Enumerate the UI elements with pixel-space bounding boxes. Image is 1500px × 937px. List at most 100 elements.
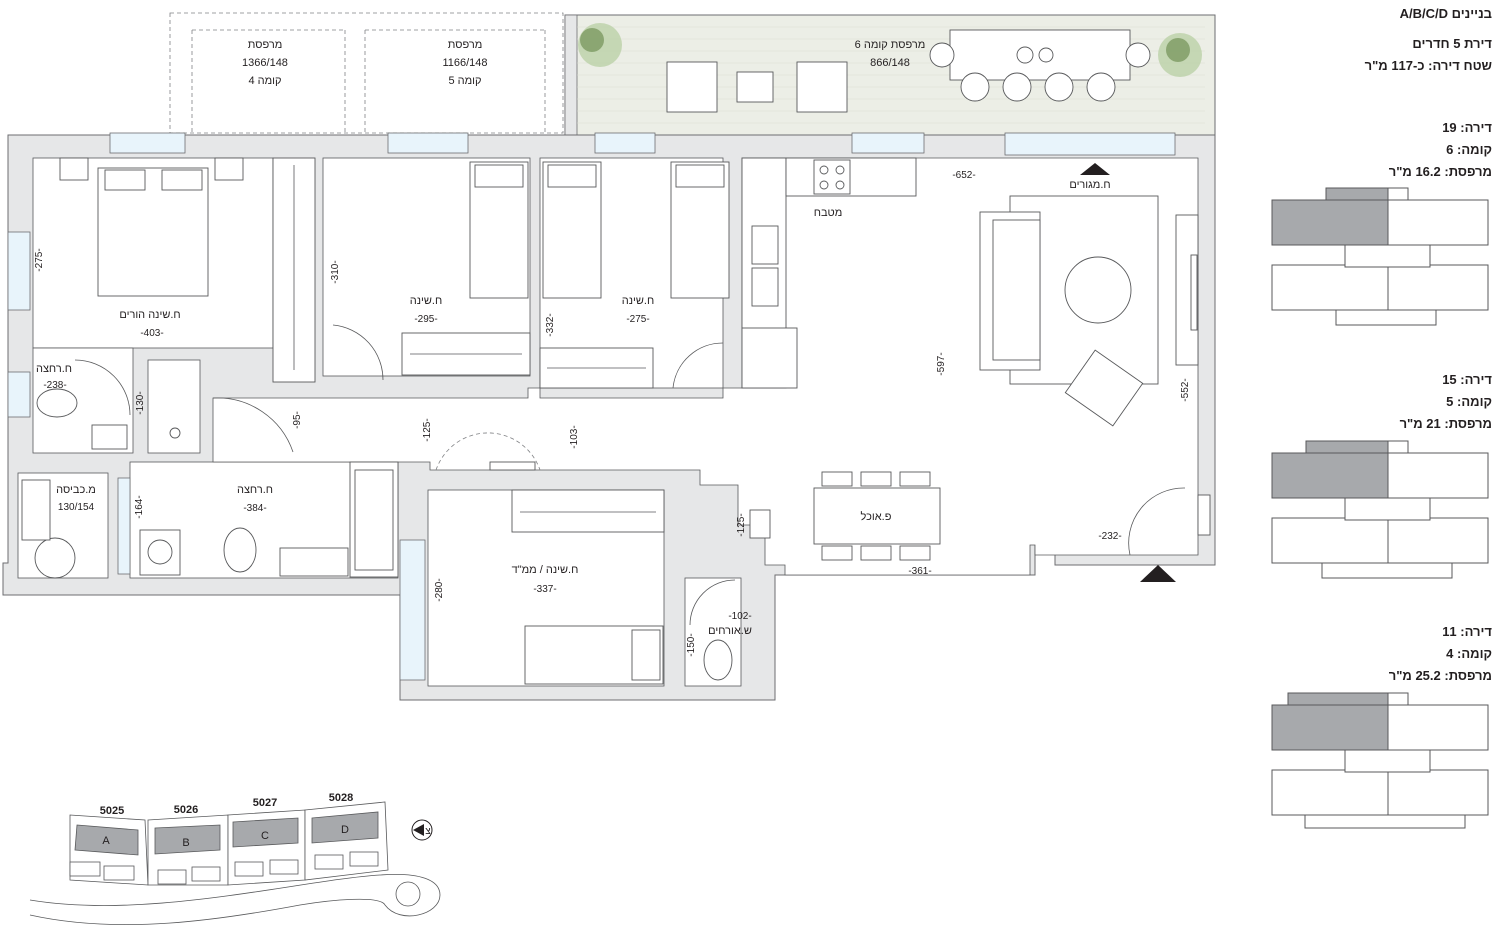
dim-280: -280- <box>434 578 445 601</box>
unit-15-apt: דירה: 15 <box>1442 372 1492 387</box>
dim-384: -384- <box>243 503 266 514</box>
balcony-4-title: מרפסת <box>248 39 283 51</box>
label-bath-2: ח.רחצה <box>237 484 273 496</box>
site-label-a: A <box>102 835 110 847</box>
site-building-b <box>154 824 221 855</box>
buildings-label: בניינים A/B/C/D <box>1399 6 1492 21</box>
dim-310: -310- <box>330 260 341 283</box>
label-laundry: מ.כביסה <box>56 484 96 496</box>
balcony-floor-4-5-outline <box>169 12 564 134</box>
dining-chairs <box>821 471 931 561</box>
balcony-5-title: מרפסת <box>448 39 483 51</box>
dim-597: -597- <box>936 352 947 375</box>
site-building-c <box>232 817 299 848</box>
header-info: בניינים A/B/C/D דירת 5 חדרים שטח דירה: כ… <box>1272 3 1492 77</box>
balcony-4-floor: קומה 4 <box>248 75 281 87</box>
key-plan-unit-19 <box>1271 187 1489 326</box>
label-kitchen: מטבח <box>814 207 843 219</box>
coffee-table <box>1064 256 1132 324</box>
unit-15-info: דירה: 15 קומה: 5 מרפסת: 21 מ"ר <box>1272 369 1492 435</box>
dim-332: -332- <box>545 313 556 336</box>
sink-icon <box>751 225 779 265</box>
washing-machine-icon <box>21 479 76 579</box>
site-building-a <box>74 824 139 856</box>
dim-295: -295- <box>414 314 437 325</box>
dim-275a: -275- <box>34 248 45 271</box>
label-dining: פ.אוכל <box>861 510 892 523</box>
dim-232: -232- <box>1098 531 1121 542</box>
unit-15-balcony: מרפסת: 21 מ"ר <box>1399 416 1492 431</box>
dim-403: -403- <box>140 328 163 339</box>
label-bedroom-2: ח.שינה <box>622 295 654 307</box>
label-living: ח.מגורים <box>1069 179 1110 191</box>
fridge <box>741 327 798 389</box>
windows <box>7 132 1176 681</box>
balcony-5-size: 1166/148 <box>442 57 487 69</box>
north-arrow-icon <box>411 819 433 841</box>
balcony-5-floor: קומה 5 <box>448 75 481 87</box>
sink-icon <box>279 547 349 577</box>
unit-11-balcony: מרפסת: 25.2 מ"ר <box>1388 668 1492 683</box>
unit-11-apt: דירה: 11 <box>1442 624 1492 639</box>
dim-552: -552- <box>1180 378 1191 401</box>
balcony-floor-6-deck <box>564 14 1216 136</box>
double-bed-icon <box>59 157 244 297</box>
stove-icon <box>813 159 851 195</box>
drain-icon <box>169 427 181 439</box>
dim-125b: -125- <box>736 513 747 536</box>
label-bedroom-1: ח.שינה <box>410 295 442 307</box>
label-bath-1: ח.רחצה <box>36 363 72 375</box>
label-safe-room: ח.שינה / ממ"ד <box>512 564 579 576</box>
toilet-icon <box>223 527 257 573</box>
site-label-c: C <box>261 830 269 842</box>
key-plan-unit-15 <box>1271 440 1489 579</box>
label-master-bedroom: ח.שינה הורים <box>119 309 180 321</box>
lot-5025: 5025 <box>100 805 124 817</box>
shelf <box>511 489 665 533</box>
unit-11-floor: קומה: 4 <box>1446 646 1492 661</box>
dim-125a: -125- <box>422 418 433 441</box>
toilet-icon <box>36 388 78 418</box>
site-building-d <box>311 811 379 844</box>
corridor-living-area <box>212 157 1199 576</box>
unit-15-floor: קומה: 5 <box>1446 394 1492 409</box>
unit-19-balcony: מרפסת: 16.2 מ"ר <box>1388 164 1492 179</box>
dim-130: -130- <box>135 391 146 414</box>
unit-11-info: דירה: 11 קומה: 4 מרפסת: 25.2 מ"ר <box>1272 621 1492 687</box>
unit-19-info: דירה: 19 קומה: 6 מרפסת: 16.2 מ"ר <box>1272 117 1492 183</box>
armchair-icon <box>1064 349 1144 427</box>
unit-19-apt: דירה: 19 <box>1442 120 1492 135</box>
entrance-arrow-icon <box>1140 565 1176 582</box>
balcony-4-size: 1366/148 <box>242 57 288 69</box>
dim-164: -164- <box>134 495 145 518</box>
apartment-type: דירת 5 חדרים <box>1412 36 1492 51</box>
dim-102: -102- <box>728 611 751 622</box>
site-map <box>29 801 441 926</box>
unit-19-floor: קומה: 6 <box>1446 142 1492 157</box>
dining-table-icon <box>813 487 941 545</box>
balcony-6-size: 866/148 <box>870 57 910 69</box>
sink-icon <box>749 509 771 539</box>
dim-275b: -275- <box>626 314 649 325</box>
dim-95: -95- <box>292 411 303 429</box>
dim-150: -150- <box>686 633 697 656</box>
north-label: צ <box>425 826 431 837</box>
label-guest-wc: ש.אורחים <box>708 625 752 637</box>
lot-5026: 5026 <box>174 804 198 816</box>
sink-icon <box>91 424 128 450</box>
key-plan-unit-11 <box>1271 692 1489 829</box>
lot-5028: 5028 <box>329 792 353 804</box>
dim-337: -337- <box>533 584 556 595</box>
dim-103: -103- <box>569 425 580 448</box>
toilet-icon <box>703 639 733 681</box>
dim-238: -238- <box>43 380 66 391</box>
site-label-d: D <box>341 824 349 836</box>
kitchen-counter-top <box>785 157 917 197</box>
lot-5027: 5027 <box>253 797 277 809</box>
label-laundry-size: 130/154 <box>58 502 95 513</box>
balcony-6-title: מרפסת קומה 6 <box>855 39 926 51</box>
shower <box>147 359 201 454</box>
arrow-up-icon <box>1080 163 1110 175</box>
site-label-b: B <box>182 837 189 849</box>
